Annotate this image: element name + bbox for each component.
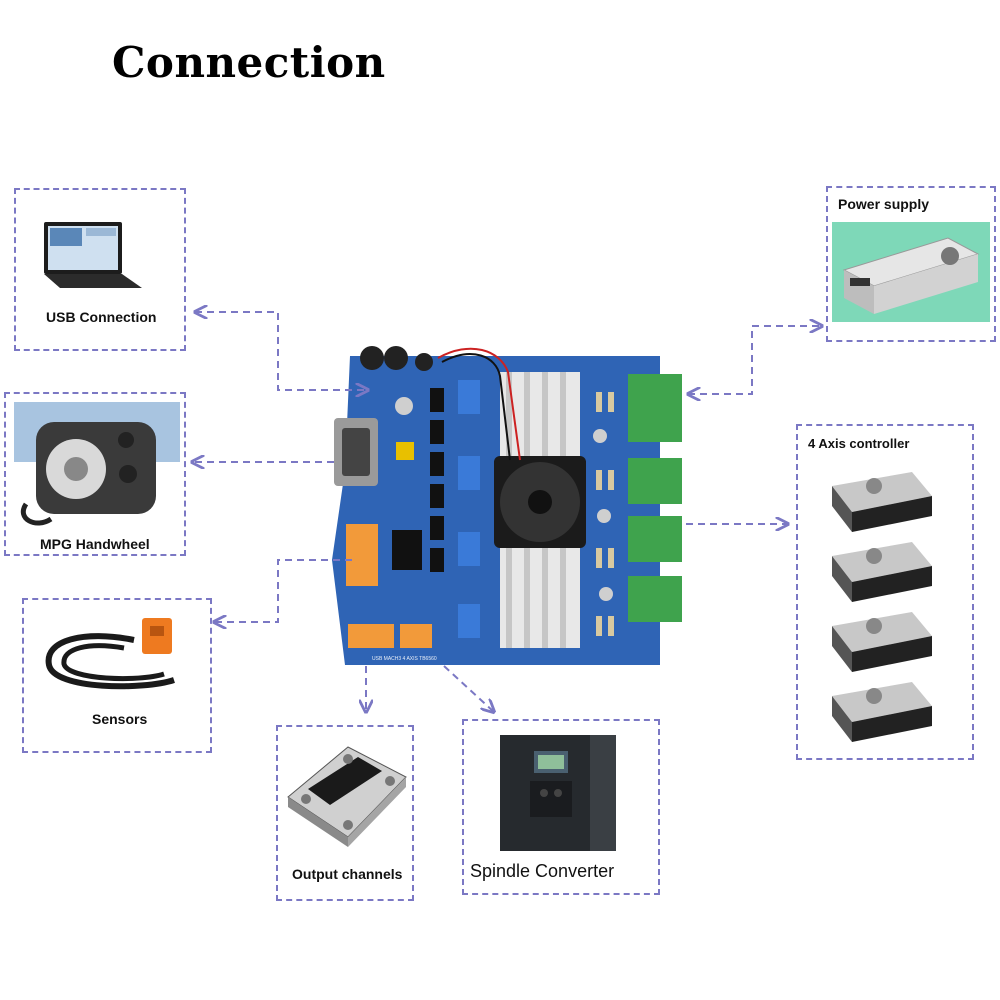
driver-chips [392,380,480,638]
stepper-motor-icon [832,472,932,532]
stepper-motor-icon [832,612,932,672]
green-terminal-blocks [628,374,682,622]
power-supply-icon [842,237,980,314]
usb-connection-box: USB Connection [14,188,186,351]
board-silk-label: USB MACH3 4 AXIS TB6560 [372,656,437,662]
sensors-label: Sensors [92,711,148,727]
vfd-inverter-icon [500,735,616,851]
power-arrow [688,326,822,394]
stepper-motor-icon [832,542,932,602]
usb-arrow [195,312,368,390]
sensor-icon [45,618,175,690]
axis-controller-label: 4 Axis controller [808,436,910,451]
mpg-handwheel-box: MPG Handwheel [4,392,186,556]
mpg-handwheel-label: MPG Handwheel [40,536,150,552]
output-channels-box: Output channels [276,725,414,901]
axis-controller-box: 4 Axis controller [796,424,974,760]
stepper-motor-icon [832,682,932,742]
page-title: Connection [112,38,386,87]
stepper-motors [832,472,932,742]
power-supply-label: Power supply [838,196,930,212]
spindle-converter-label: Spindle Converter [470,861,615,881]
handwheel-icon [21,422,156,526]
resistors [596,392,614,636]
sensors-arrow [214,559,352,622]
spindle-arrow [443,665,494,712]
orange-terminal-blocks [346,524,432,648]
laptop-icon [44,222,142,288]
power-supply-box: Power supply [826,186,996,342]
solid-state-relay-icon [287,746,407,847]
cooling-fan-icon [494,456,586,548]
parallel-port-connector [334,418,378,486]
capacitors [360,346,613,601]
spindle-converter-box: Spindle Converter [462,719,660,895]
sensors-box: Sensors [22,598,212,753]
output-channels-label: Output channels [292,866,403,882]
usb-connection-label: USB Connection [46,309,157,325]
board-pcb: USB MACH3 4 AXIS TB6560 [332,346,682,665]
